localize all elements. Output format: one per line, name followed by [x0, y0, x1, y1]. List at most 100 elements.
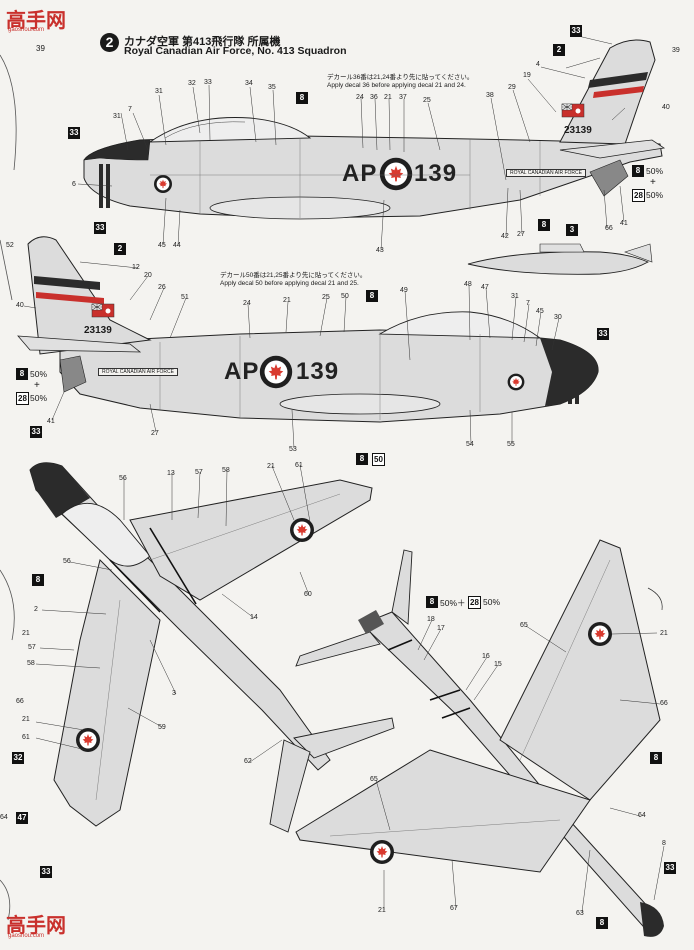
watermark-url-bottom: gaoshou.com [8, 933, 45, 939]
paint-code-box: 33 [94, 222, 106, 234]
decal-callout: 52 [6, 242, 14, 249]
decal-callout: 63 [576, 910, 584, 917]
decal-callout: 25 [322, 294, 330, 301]
decal-callout: 51 [181, 294, 189, 301]
decal-callout: 56 [63, 558, 71, 565]
decal-callout: 48 [464, 281, 472, 288]
decal-callout: 64 [638, 812, 646, 819]
decal-callout: 67 [450, 905, 458, 912]
top-side-view [83, 39, 666, 220]
decal-callout: 20 [144, 272, 152, 279]
decal-callout: 45 [158, 242, 166, 249]
decal-callout: 44 [173, 242, 181, 249]
paint-code-box: 8 [596, 917, 608, 929]
decal-callout: 55 [507, 441, 515, 448]
mix-percent: 50% [646, 166, 664, 176]
decal-callout: 15 [494, 661, 502, 668]
decal-callout: 65 [520, 622, 528, 629]
paint-code-box: 33 [570, 25, 582, 37]
decal-note-mid-ja: デカール50番は21,25番より先に貼ってください。 [220, 272, 367, 279]
decal-callout: 31 [113, 113, 121, 120]
decal-callout: 31 [511, 293, 519, 300]
decal-callout: 31 [155, 88, 163, 95]
decal-callout: 40 [662, 104, 670, 111]
serial-side: 23139 [84, 325, 112, 336]
decal-callout: 43 [376, 247, 384, 254]
decal-callout: 47 [481, 284, 489, 291]
mix-plus: + [34, 380, 40, 391]
watermark-logo-bottom: 高手网 [6, 915, 66, 937]
decal-callout: 21 [660, 630, 668, 637]
aircraft-number-side: 139 [296, 358, 340, 385]
paint-code-box: 2 [553, 44, 565, 56]
decal-callout: 66 [660, 700, 668, 707]
decal-callout: 62 [244, 758, 252, 765]
decal-callout: 58 [27, 660, 35, 667]
decal-callout: 37 [399, 94, 407, 101]
decal-callout: 3 [172, 690, 176, 697]
paint-code-box: 28 [16, 392, 29, 405]
decal-callout: 61 [22, 734, 30, 741]
paint-code-box: 8 [16, 368, 28, 380]
paint-code-box: 8 [650, 752, 662, 764]
decal-callout: 16 [482, 653, 490, 660]
code-letters-top: AP [342, 160, 378, 187]
decal-callout: 60 [304, 591, 312, 598]
decal-note-top-en: Apply decal 36 before applying decal 21 … [327, 82, 466, 89]
decal-callout: 57 [28, 644, 36, 651]
mix-inline-b: 50% [483, 597, 501, 607]
rcaf-label-top: ROYAL CANADIAN AIR FORCE [506, 169, 586, 177]
decal-callout: 21 [384, 94, 392, 101]
page-title-ja: カナダ空軍 第413飛行隊 所属機 [124, 36, 281, 48]
decal-callout: 30 [554, 314, 562, 321]
leader-lines [23, 35, 665, 913]
paint-code-box: 33 [40, 866, 52, 878]
watermark-url: gaoshou.com [8, 27, 45, 33]
decal-callout: 27 [151, 430, 159, 437]
mix-inline: 50%＋ [440, 598, 466, 608]
mix-percent: 50% [646, 190, 664, 200]
decal-callout: 64 [0, 814, 8, 821]
paint-code-box: 8 [356, 453, 368, 465]
decal-callout: 26 [158, 284, 166, 291]
drop-tank [467, 243, 653, 275]
decal-callout: 13 [167, 470, 175, 477]
page-number: 39 [36, 44, 45, 53]
paint-code-box: 8 [296, 92, 308, 104]
mix-percent: 50% [30, 369, 48, 379]
decal-callout: 38 [486, 92, 494, 99]
decal-callout: 7 [128, 106, 132, 113]
decal-callout: 50 [341, 293, 349, 300]
decal-callout: 42 [501, 233, 509, 240]
paint-code-box: 28 [632, 189, 645, 202]
decal-callout: 66 [16, 698, 24, 705]
decal-callout: 25 [423, 97, 431, 104]
decal-callout: 21 [267, 463, 275, 470]
decal-callout: 45 [536, 308, 544, 315]
watermark-logo: 高手网 [6, 10, 66, 32]
decal-callout: 21 [22, 716, 30, 723]
decal-callout: 17 [437, 625, 445, 632]
decal-callout: 21 [283, 297, 291, 304]
decal-note-mid-en: Apply decal 50 before applying decal 21 … [220, 280, 359, 287]
paint-code-box: 8 [538, 219, 550, 231]
rcaf-label-side: ROYAL CANADIAN AIR FORCE [98, 368, 178, 376]
paint-code-box: 32 [12, 752, 24, 764]
decal-callout: 56 [119, 475, 127, 482]
decal-callout: 18 [427, 616, 435, 623]
decal-callout: 40 [16, 302, 24, 309]
decal-callout: 14 [250, 614, 258, 621]
paint-code-box: 8 [632, 165, 644, 177]
decal-callout: 24 [356, 94, 364, 101]
decal-callout: 21 [22, 630, 30, 637]
decal-callout: 4 [536, 61, 540, 68]
margin-fragments [0, 54, 17, 921]
decal-callout: 54 [466, 441, 474, 448]
decal-note-top-ja: デカール36番は21,24番より先に貼ってください。 [327, 74, 474, 81]
decal-callout: 57 [195, 469, 203, 476]
decal-callout: 41 [620, 220, 628, 227]
decal-callout: 53 [289, 446, 297, 453]
decal-callout: 29 [508, 84, 516, 91]
